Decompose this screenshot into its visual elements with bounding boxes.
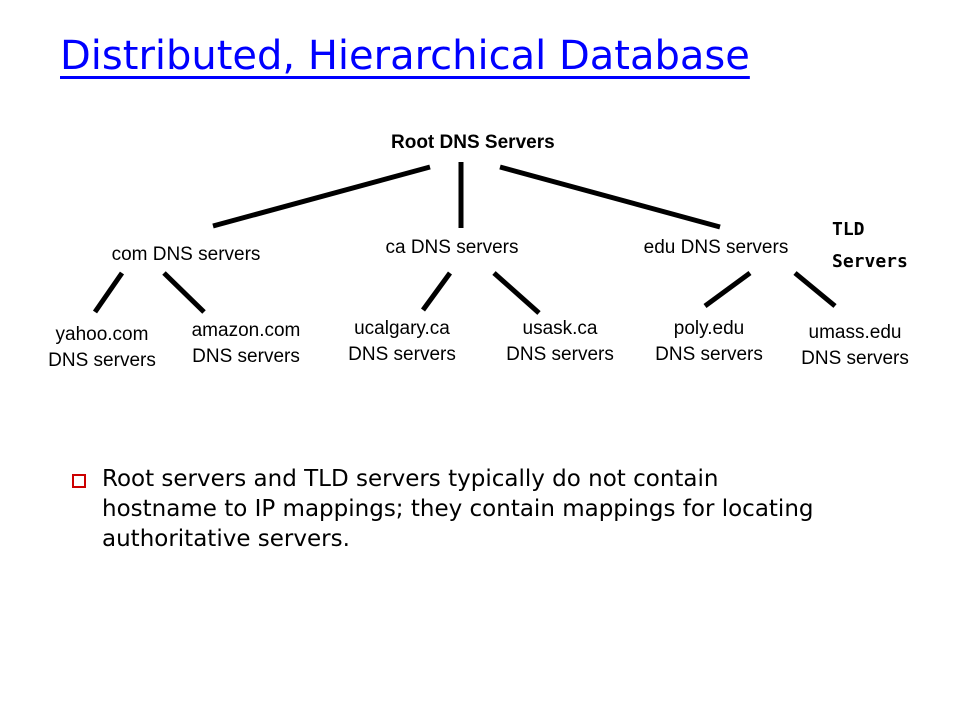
umass-dns-servers: umass.edu DNS servers	[780, 320, 930, 372]
leaf-domain: amazon.com	[191, 320, 301, 341]
ca-dns-servers: ca DNS servers	[385, 237, 519, 258]
usask-dns-servers: usask.ca DNS servers	[485, 316, 635, 368]
bullet-item: Root servers and TLD servers typically d…	[72, 464, 832, 554]
ucalgary-dns-servers: ucalgary.ca DNS servers	[327, 316, 477, 368]
bullet-box-icon	[72, 474, 86, 488]
edu-dns-servers: edu DNS servers	[643, 237, 789, 258]
edge-com-amazon	[162, 271, 206, 314]
leaf-suffix: DNS servers	[348, 344, 456, 365]
edge-root-edu	[499, 164, 721, 230]
leaf-domain: poly.edu	[673, 318, 745, 339]
leaf-suffix: DNS servers	[655, 344, 763, 365]
bullet-list: Root servers and TLD servers typically d…	[72, 464, 832, 554]
edge-ca-ucalgary	[420, 271, 453, 312]
edge-com-yahoo	[92, 271, 125, 314]
tld-label-line-1: TLD	[832, 219, 865, 240]
leaf-domain: ucalgary.ca	[354, 318, 450, 339]
leaf-suffix: DNS servers	[192, 346, 300, 367]
leaf-suffix: DNS servers	[801, 348, 909, 369]
edge-edu-poly	[703, 270, 752, 309]
poly-dns-servers: poly.edu DNS servers	[634, 316, 784, 368]
tld-servers-label: TLD Servers	[832, 214, 908, 278]
leaf-domain: usask.ca	[522, 318, 598, 339]
bullet-text: Root servers and TLD servers typically d…	[102, 466, 814, 552]
yahoo-dns-servers: yahoo.com DNS servers	[27, 322, 177, 374]
leaf-domain: umass.edu	[808, 322, 902, 343]
leaf-suffix: DNS servers	[506, 344, 614, 365]
edge-root-com	[212, 164, 431, 229]
root-dns-servers: Root DNS Servers	[391, 132, 555, 153]
edge-edu-umass	[793, 271, 837, 308]
edge-ca-usask	[492, 271, 541, 315]
com-dns-servers: com DNS servers	[111, 244, 261, 265]
leaf-suffix: DNS servers	[48, 350, 156, 371]
leaf-domain: yahoo.com	[55, 324, 149, 345]
tld-label-line-2: Servers	[832, 251, 908, 272]
amazon-dns-servers: amazon.com DNS servers	[171, 318, 321, 370]
page-title: Distributed, Hierarchical Database	[60, 33, 750, 79]
